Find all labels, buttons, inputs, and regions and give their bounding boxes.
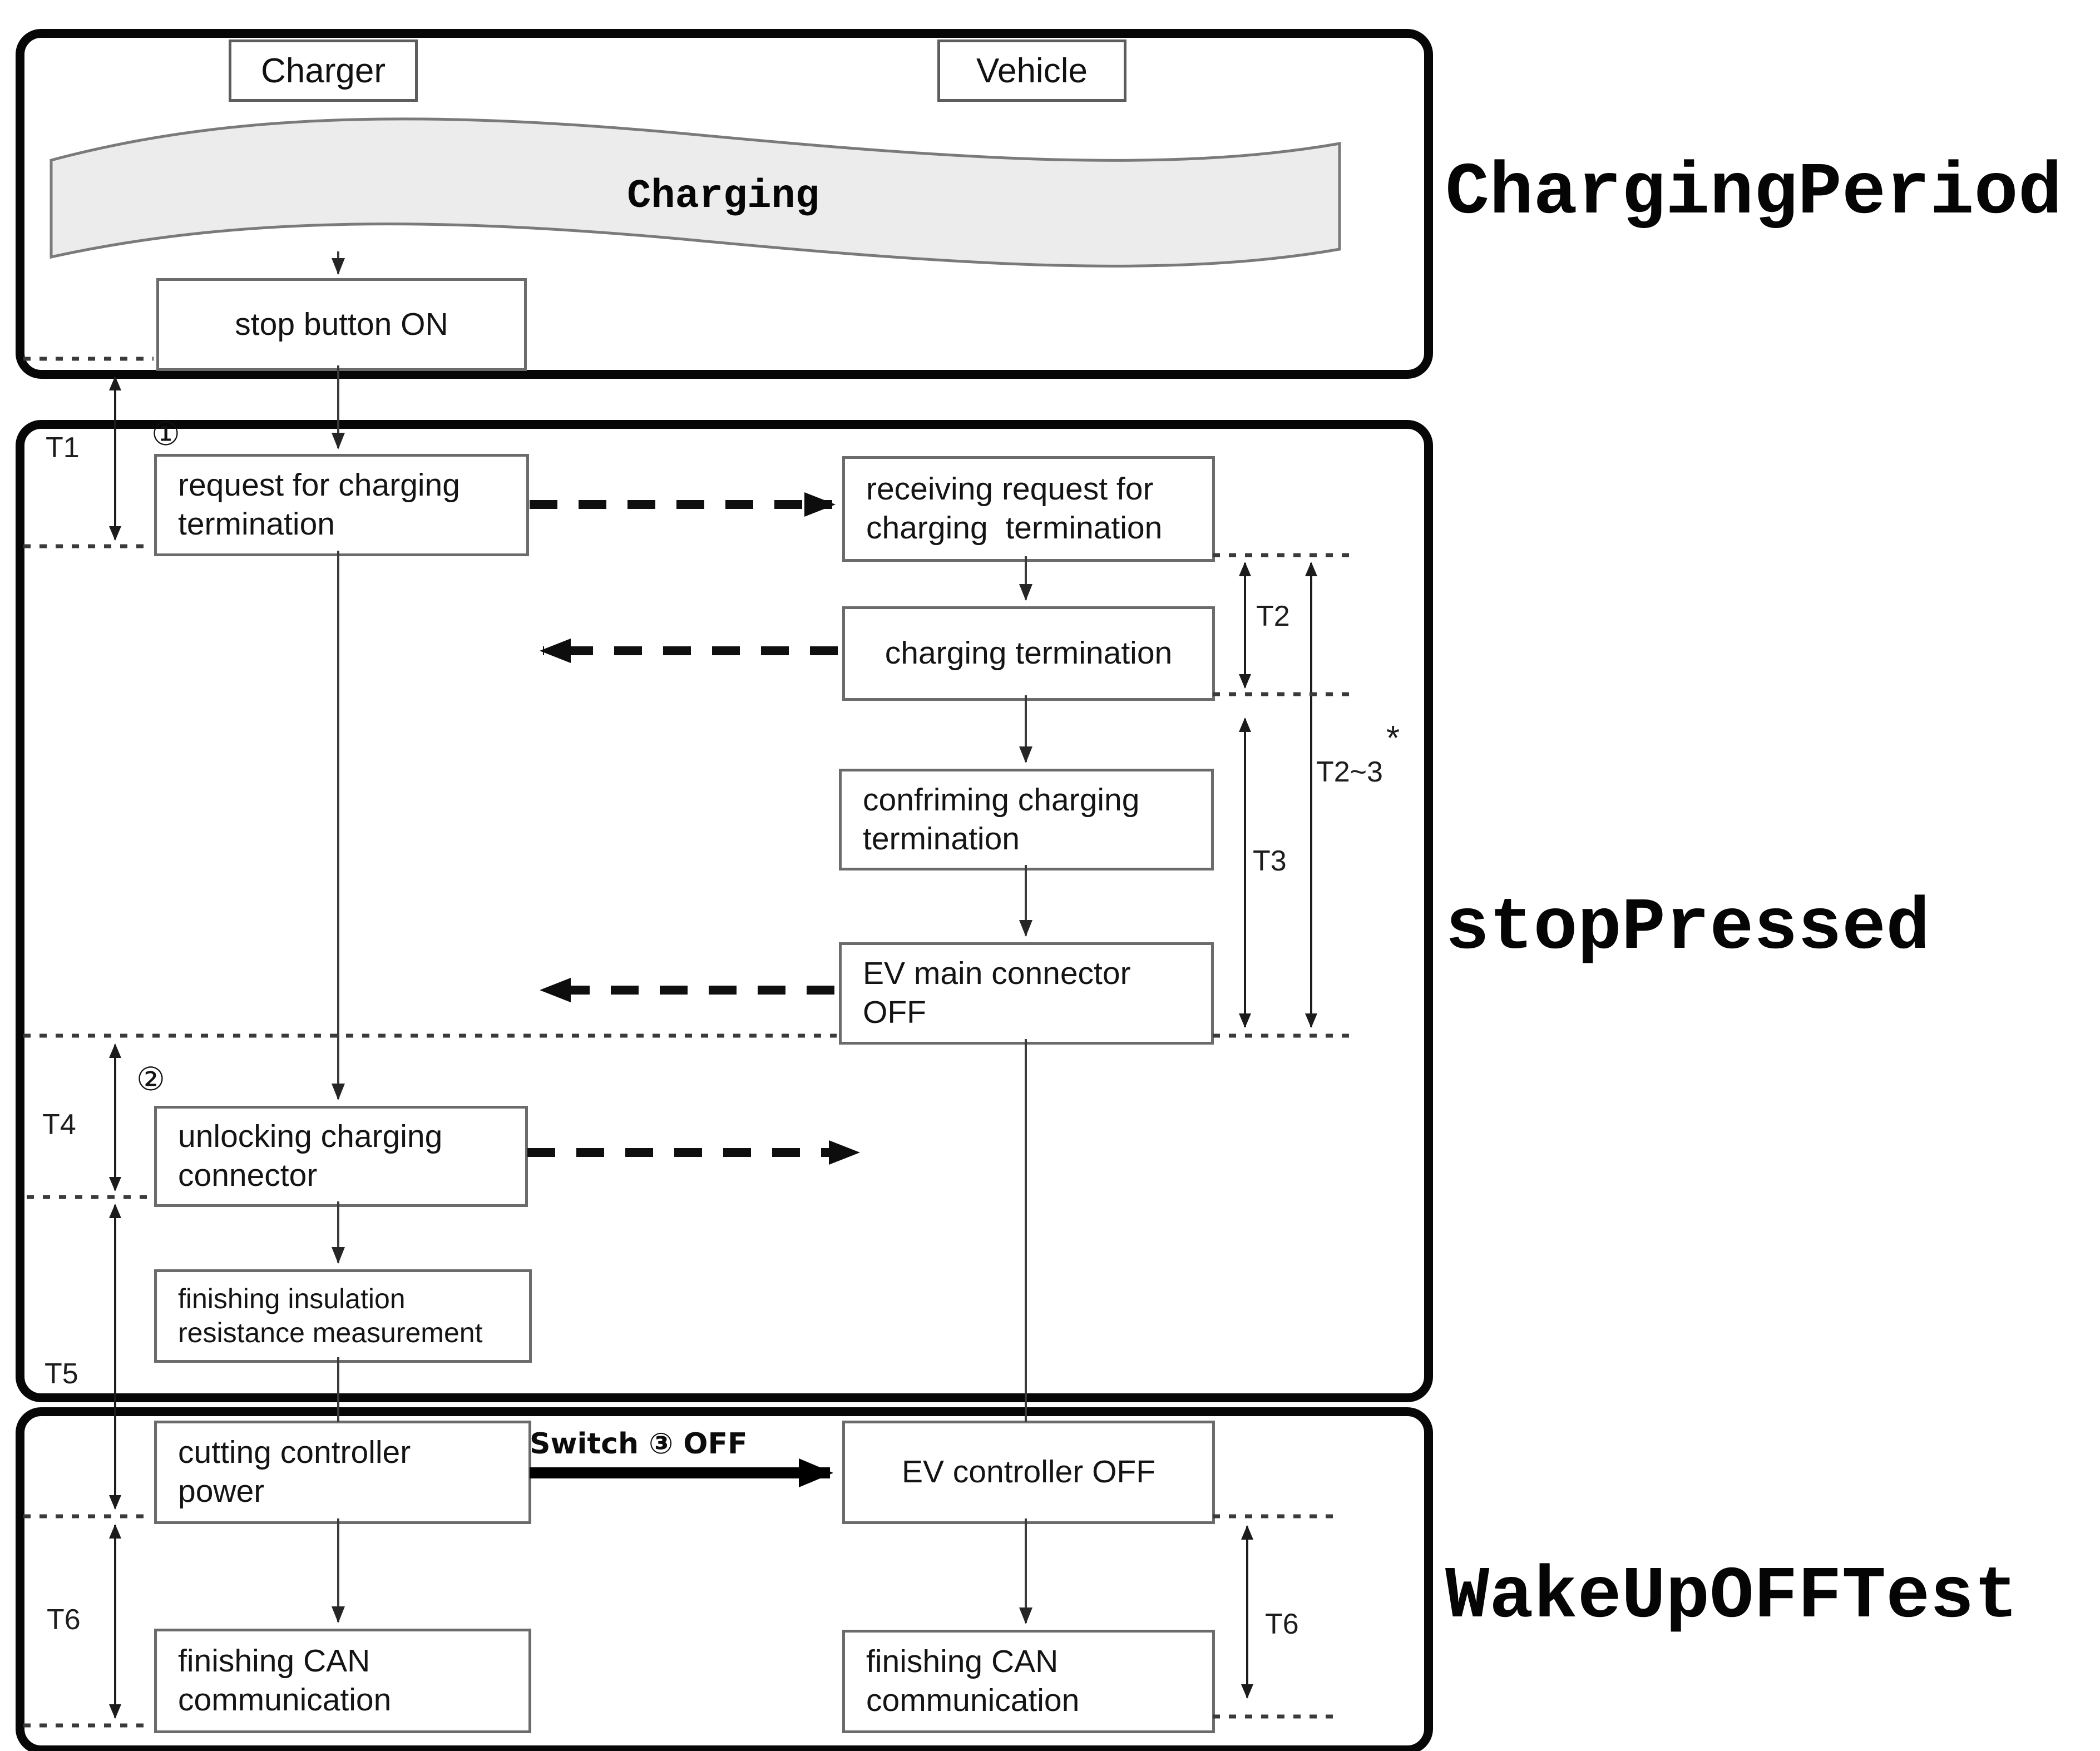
- timing-label-t1: T1: [46, 432, 80, 464]
- frame-charging-period: [16, 29, 1433, 379]
- box-ev-controller-off: EV controller OFF: [842, 1421, 1215, 1524]
- box-cutting-controller-power: cutting controller power: [154, 1421, 531, 1524]
- timing-label-t2: T2: [1256, 600, 1290, 632]
- box-stop-button: stop button ON: [156, 278, 527, 371]
- receiving-request-text: receiving request for charging terminati…: [866, 471, 1163, 546]
- charger-label: Charger: [261, 51, 386, 90]
- timing-label-t2-3-star: *: [1386, 719, 1400, 758]
- ev-controller-off-text: EV controller OFF: [901, 1454, 1156, 1490]
- section-label-wakeup-off-test: WakeUpOFFTest: [1445, 1555, 2018, 1639]
- section-label-stop-pressed: stopPressed: [1445, 887, 1930, 970]
- timing-label-t5: T5: [45, 1358, 78, 1390]
- box-finishing-can-left: finishing CAN communication: [154, 1629, 531, 1733]
- timing-label-t3: T3: [1253, 845, 1287, 877]
- finishing-can-right-text: finishing CAN communication: [866, 1644, 1080, 1718]
- unlocking-connector-text: unlocking charging connector: [178, 1119, 443, 1193]
- timing-label-t2-3: T2~3: [1316, 756, 1383, 788]
- section-label-charging-period: ChargingPeriod: [1445, 151, 2062, 235]
- step-1-marker: ①: [151, 415, 180, 453]
- box-confirming-termination: confriming charging termination: [839, 769, 1214, 870]
- confirming-termination-text: confriming charging termination: [863, 781, 1140, 857]
- frame-stop-pressed: [16, 420, 1433, 1402]
- banner-label: Charging: [567, 174, 879, 219]
- box-unlocking-connector: unlocking charging connector: [154, 1106, 528, 1207]
- stop-button-text: stop button ON: [235, 306, 448, 342]
- banner-label-text: Charging: [627, 174, 819, 219]
- lane-header-charger: Charger: [229, 39, 418, 102]
- charging-termination-text: charging termination: [885, 635, 1173, 671]
- vehicle-label: Vehicle: [976, 51, 1088, 90]
- frame-wakeup-off-test: [16, 1407, 1433, 1751]
- finishing-can-left-text: finishing CAN communication: [178, 1643, 392, 1718]
- box-charging-termination: charging termination: [842, 606, 1215, 701]
- timing-label-t6-left: T6: [47, 1604, 81, 1636]
- box-finishing-can-right: finishing CAN communication: [842, 1630, 1215, 1733]
- step-2-marker: ②: [136, 1060, 165, 1098]
- cutting-controller-power-text: cutting controller power: [178, 1435, 411, 1509]
- box-finishing-insulation: finishing insulation resistance measurem…: [154, 1269, 532, 1363]
- box-request-termination: request for charging termination: [154, 454, 529, 556]
- timing-label-t6-right: T6: [1265, 1608, 1299, 1640]
- timing-label-t4: T4: [42, 1109, 76, 1141]
- request-termination-text: request for charging termination: [178, 467, 460, 542]
- box-ev-main-connector-off: EV main connector OFF: [839, 942, 1214, 1045]
- switch-off-label: Switch ③ OFF: [530, 1427, 748, 1461]
- box-receiving-request: receiving request for charging terminati…: [842, 456, 1215, 562]
- lane-header-vehicle: Vehicle: [937, 39, 1126, 102]
- finishing-insulation-text: finishing insulation resistance measurem…: [178, 1283, 483, 1348]
- ev-main-connector-off-text: EV main connector OFF: [863, 956, 1131, 1030]
